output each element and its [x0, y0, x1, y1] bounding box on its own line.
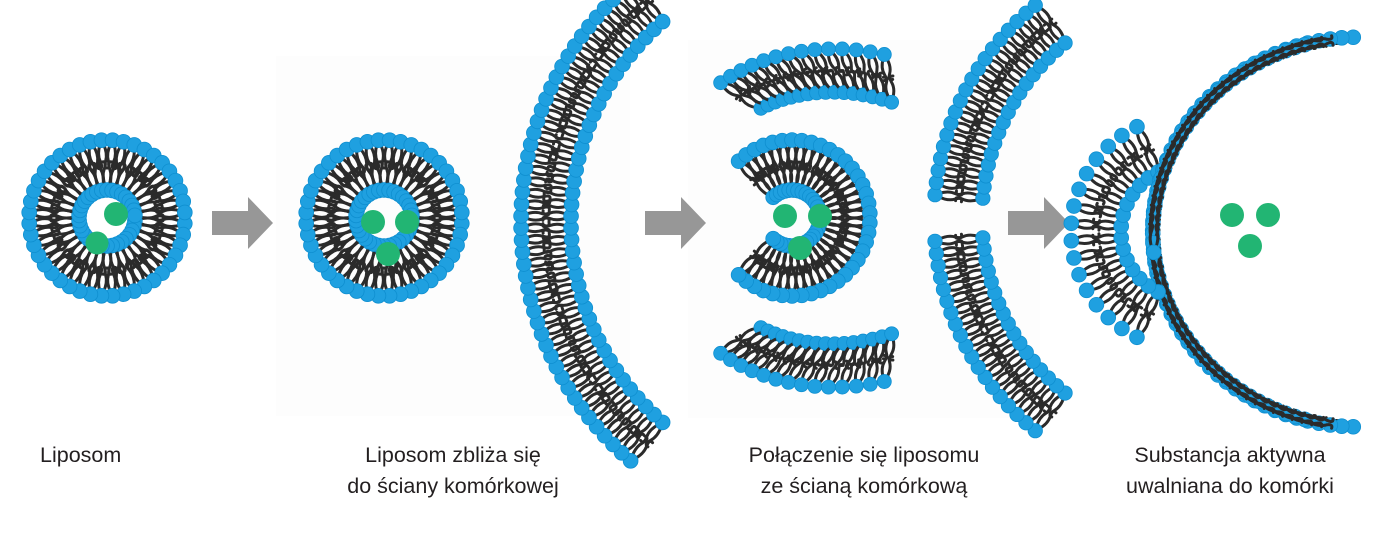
arrow-right-icon — [212, 197, 273, 249]
panel-1-caption: Liposom — [40, 443, 122, 467]
cargo-group-panel-1 — [85, 202, 128, 255]
arrow-right-icon — [1008, 197, 1069, 249]
panel-2: Liposom zbliża się do ściany komórkowej — [276, 0, 671, 556]
cargo-group-panel-2 — [361, 210, 419, 266]
panel-4-figure — [1063, 29, 1362, 435]
panel-1-figure — [21, 132, 193, 304]
panel-4: Substancja aktywna uwalniana do komórki — [1060, 0, 1400, 556]
panel-4-caption: Substancja aktywna uwalniana do komórki — [1126, 443, 1334, 498]
arrow-3 — [1008, 197, 1070, 249]
panel-1: Liposom — [0, 0, 250, 556]
panel-2-caption: Liposom zbliża się do ściany komórkowej — [347, 443, 559, 498]
panel-3-caption: Połączenie się liposomu ze ścianą komórk… — [748, 443, 980, 498]
arrow-1 — [212, 197, 274, 249]
cargo-group-panel-4 — [1220, 203, 1280, 258]
cell-membrane-panel-3 — [713, 0, 1073, 439]
panel-3-figure — [713, 0, 1073, 439]
cell-membrane-panel-2 — [513, 0, 671, 469]
cell-membrane-panel-4 — [1063, 29, 1362, 435]
cargo-group-panel-3 — [773, 204, 832, 260]
panel-2-figure — [298, 0, 671, 469]
arrow-right-icon — [645, 197, 706, 249]
panel-3: Połączenie się liposomu ze ścianą komórk… — [688, 0, 1073, 556]
liposome-panel-3 — [730, 132, 878, 304]
arrow-2 — [645, 197, 707, 249]
